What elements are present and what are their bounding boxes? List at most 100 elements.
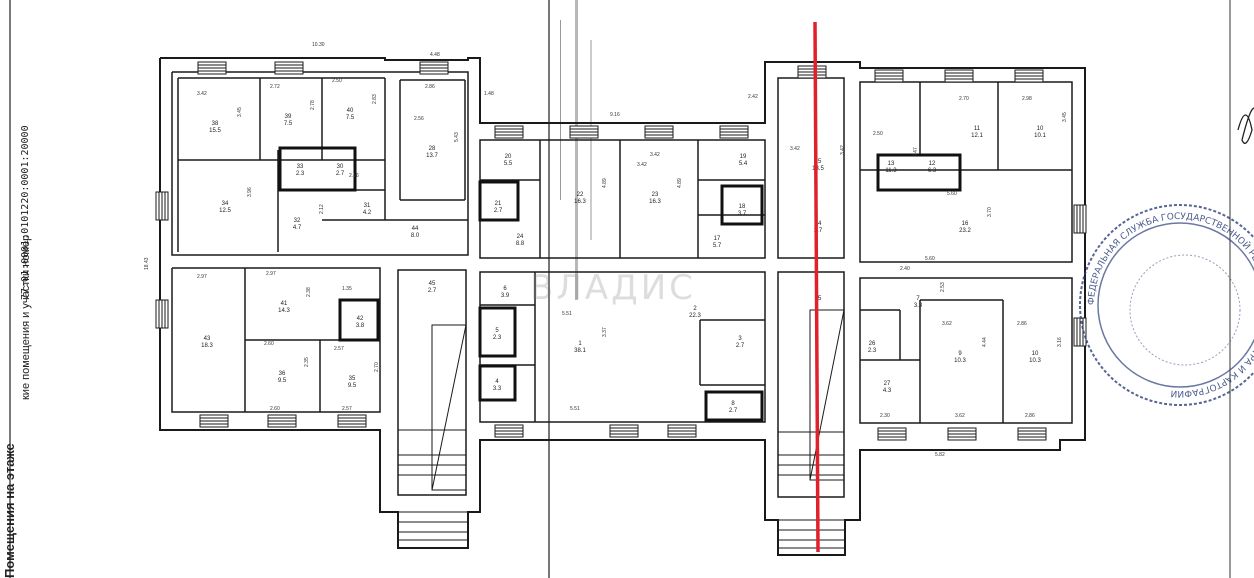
room-label: 248.8 bbox=[516, 234, 525, 247]
room-number: 43 bbox=[204, 336, 211, 342]
room-label: 195.4 bbox=[739, 154, 748, 167]
room-height: 2.47 bbox=[913, 147, 919, 157]
dimension-label: 2.97 bbox=[197, 274, 207, 280]
room-area: 10.3 bbox=[954, 358, 966, 364]
room-height: 3.42 bbox=[840, 145, 846, 155]
room-label: 397.52.722.78 bbox=[270, 84, 316, 127]
room-number: 12 bbox=[929, 161, 936, 167]
room-width: 5.60 bbox=[947, 191, 957, 197]
room-height: 2.53 bbox=[940, 282, 946, 292]
room-number: 25 bbox=[815, 296, 822, 302]
room-area: 11.3 bbox=[885, 168, 897, 174]
signature-mark bbox=[1237, 107, 1254, 144]
room-height: 3.45 bbox=[237, 107, 243, 117]
room-number: 26 bbox=[869, 341, 876, 347]
room-label: 43.3 bbox=[493, 379, 502, 392]
room-number: 44 bbox=[412, 226, 419, 232]
room-number: 10 bbox=[1037, 126, 1044, 132]
room-label: 448.0 bbox=[411, 226, 420, 239]
room-area: 3.7 bbox=[738, 211, 747, 217]
room-area: 2.7 bbox=[814, 228, 823, 234]
room-width: 2.40 bbox=[900, 266, 910, 272]
room-area: 12.5 bbox=[219, 208, 231, 214]
room-label: 910.33.624.44 bbox=[942, 321, 988, 364]
room-label: 452.7 bbox=[428, 281, 437, 294]
dimension-label: 5.60 bbox=[925, 256, 935, 262]
overall-dim-bottom: 5.82 bbox=[935, 452, 945, 458]
room-width: 2.56 bbox=[349, 173, 359, 179]
room-number: 10 bbox=[1032, 351, 1039, 357]
overall-dim-left: 18.43 bbox=[144, 257, 150, 270]
room-width: 2.72 bbox=[270, 84, 280, 90]
room-label: 423.81.35 bbox=[342, 286, 365, 329]
room-area: 4.2 bbox=[363, 210, 372, 216]
dimension-label: 5.51 bbox=[570, 406, 580, 412]
room-area: 4.3 bbox=[883, 388, 892, 394]
room-number: 2 bbox=[693, 306, 697, 312]
room-number: 20 bbox=[505, 154, 512, 160]
room-width: 2.56 bbox=[414, 116, 424, 122]
room-area: 8.0 bbox=[411, 233, 420, 239]
room-number: 23 bbox=[652, 192, 659, 198]
room-number: 4 bbox=[495, 379, 499, 385]
room-height: 3.45 bbox=[1062, 112, 1068, 122]
room-label: 205.5 bbox=[504, 154, 513, 167]
room-area: 10.1 bbox=[1034, 133, 1046, 139]
room-area: 13.5 bbox=[812, 166, 824, 172]
room-label: 332.3 bbox=[296, 164, 305, 177]
dimension-label: 3.62 bbox=[955, 413, 965, 419]
room-height: 2.78 bbox=[310, 100, 316, 110]
room-width: 2.70 bbox=[959, 96, 969, 102]
room-label: 212.7 bbox=[494, 201, 503, 214]
room-number: 19 bbox=[740, 154, 747, 160]
room-area: 2.7 bbox=[428, 288, 437, 294]
room-number: 31 bbox=[364, 203, 371, 209]
room-area: 14.3 bbox=[278, 308, 290, 314]
room-height: 2.35 bbox=[304, 357, 310, 367]
room-label: 63.9 bbox=[501, 286, 510, 299]
room-width: 2.50 bbox=[873, 131, 883, 137]
staircase-right bbox=[777, 309, 846, 556]
dimension-label: 3.42 bbox=[650, 152, 660, 158]
room-height: 3.96 bbox=[247, 187, 253, 197]
room-number: 9 bbox=[958, 351, 962, 357]
room-area: 3.3 bbox=[914, 303, 923, 309]
room-area: 2.7 bbox=[336, 171, 345, 177]
room-label: 175.7 bbox=[713, 236, 722, 249]
room-number: 15 bbox=[815, 159, 822, 165]
room-area: 8.8 bbox=[516, 241, 525, 247]
room-area: 7.5 bbox=[346, 115, 355, 121]
room-height: 5.43 bbox=[454, 132, 460, 142]
room-number: 17 bbox=[714, 236, 721, 242]
room-label: 407.52.502.83 bbox=[332, 78, 378, 121]
dimension-label: 2.60 bbox=[270, 406, 280, 412]
room-area: 13.7 bbox=[426, 153, 438, 159]
room-label: 126.3 bbox=[928, 161, 937, 174]
room-area: 22.3 bbox=[689, 313, 701, 319]
room-number: 14 bbox=[815, 221, 822, 227]
room-area: 2.3 bbox=[296, 171, 305, 177]
room-label: 142.7 bbox=[814, 221, 823, 234]
room-number: 24 bbox=[517, 234, 524, 240]
room-height: 4.89 bbox=[677, 178, 683, 188]
room-number: 41 bbox=[281, 301, 288, 307]
room-label: 369.52.602.35 bbox=[264, 341, 310, 384]
room-number: 36 bbox=[279, 371, 286, 377]
room-label: 32.7 bbox=[736, 336, 745, 349]
room-area: 3.9 bbox=[501, 293, 510, 299]
room-width: 3.42 bbox=[637, 162, 647, 168]
room-width: 2.97 bbox=[266, 271, 276, 277]
room-number: 40 bbox=[347, 108, 354, 114]
dimension-label: 2.86 bbox=[425, 84, 435, 90]
room-label: 324.72.12 bbox=[293, 204, 325, 231]
interior-walls bbox=[177, 77, 1072, 423]
room-width: 3.62 bbox=[942, 321, 952, 327]
